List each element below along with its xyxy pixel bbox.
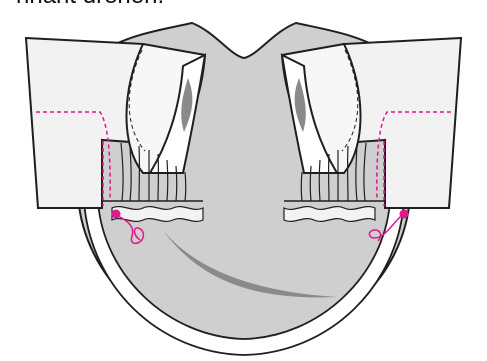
left-ruffle-band [112, 207, 203, 222]
right-ruffle-band [284, 207, 375, 222]
